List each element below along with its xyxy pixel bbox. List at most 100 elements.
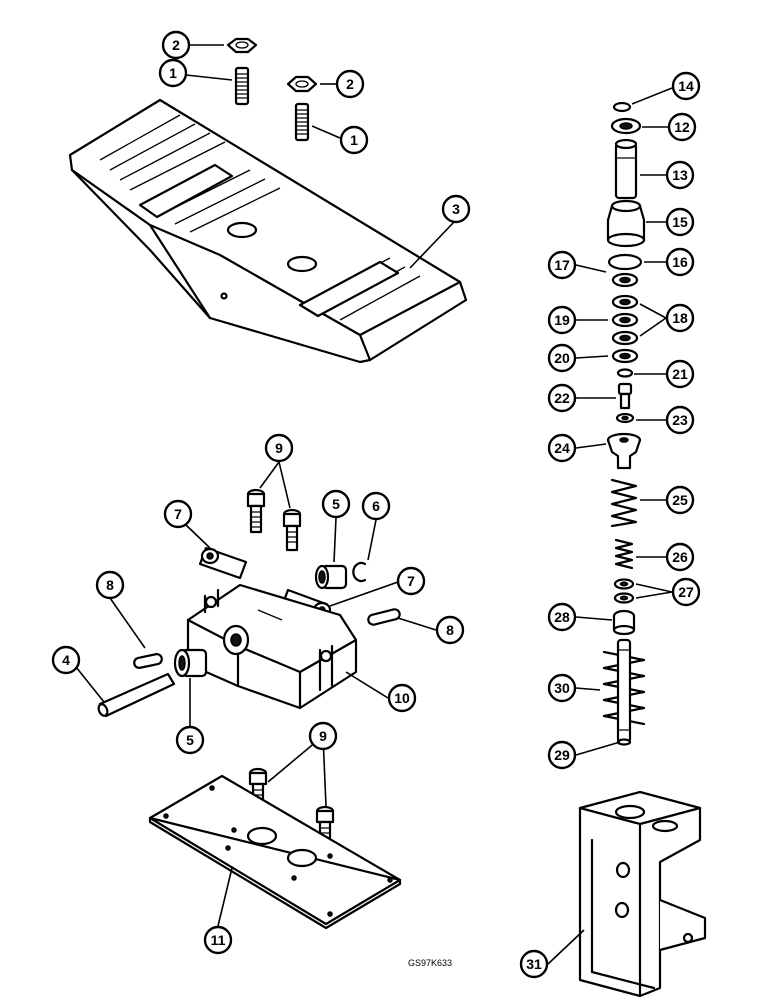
callout-29: 29 [547,740,577,770]
svg-text:13: 13 [672,167,688,183]
svg-text:3: 3 [452,201,460,217]
seal-part-17 [611,272,639,288]
svg-text:24: 24 [554,440,570,456]
stud-part-1-left [234,66,250,106]
bushing-part-5-top [314,564,348,590]
nut-part-2-right [286,75,318,93]
svg-text:27: 27 [678,584,694,600]
svg-text:9: 9 [319,728,327,744]
svg-text:29: 29 [554,747,570,763]
svg-text:1: 1 [169,65,177,81]
callout-14: 14 [671,71,701,101]
svg-text:25: 25 [672,492,688,508]
callout-8-left: 8 [95,570,125,600]
callout-10: 10 [387,683,417,713]
callout-23: 23 [665,405,695,435]
svg-text:18: 18 [672,310,688,326]
screw-part-9-b [282,508,302,552]
screw-part-22 [617,382,633,410]
svg-text:23: 23 [672,412,688,428]
callout-18: 18 [665,303,695,333]
callout-12: 12 [667,112,697,142]
svg-text:7: 7 [174,506,182,522]
valve-body-part-10 [186,583,358,710]
callout-24: 24 [547,433,577,463]
pedal-part-3 [68,98,468,364]
svg-text:28: 28 [554,609,570,625]
stud-part-1-right [294,102,310,142]
callout-25: 25 [665,485,695,515]
callout-1-top-left: 1 [158,58,188,88]
washer-part-20 [611,348,639,364]
callout-11: 11 [203,925,233,955]
washer-part-12 [610,117,642,135]
callout-22: 22 [547,383,577,413]
retainer-part-28 [612,609,636,636]
svg-text:8: 8 [106,577,114,593]
callout-9-top: 9 [264,433,294,463]
callout-6: 6 [361,491,391,521]
washer-part-18-a [611,294,639,310]
svg-text:5: 5 [186,732,194,748]
callout-21: 21 [665,359,695,389]
pin-part-8-right [367,608,401,626]
spring-part-25 [610,478,638,528]
svg-text:1: 1 [350,132,358,148]
spool-part-29 [616,638,632,746]
valve-housing-part-31 [578,790,707,998]
plate-part-11 [148,774,402,930]
svg-text:20: 20 [554,350,570,366]
spring-part-26 [614,538,634,570]
svg-text:5: 5 [332,496,340,512]
link-part-7-top [198,546,248,580]
oring-part-16 [607,253,643,271]
bushing-part-5-bottom [173,648,208,678]
washer-part-18-b [611,330,639,346]
svg-text:11: 11 [211,932,226,948]
callout-3: 3 [441,194,471,224]
callout-28: 28 [547,602,577,632]
guide-part-15 [606,199,646,248]
svg-text:26: 26 [672,549,688,565]
ring-part-14 [612,101,632,113]
callout-9-bottom: 9 [308,721,338,751]
pin-part-8-left [133,653,163,669]
callout-8-right: 8 [435,615,465,645]
callout-2-top: 2 [161,30,191,60]
svg-text:8: 8 [446,622,454,638]
callout-17: 17 [547,250,577,280]
svg-text:6: 6 [372,498,380,514]
callout-7-right: 7 [396,566,426,596]
washer-part-27-a [613,578,635,590]
svg-text:16: 16 [672,254,688,270]
svg-text:17: 17 [554,257,570,273]
screw-part-9-a [246,488,266,534]
callout-4: 4 [51,645,81,675]
svg-text:10: 10 [394,690,410,706]
callout-27: 27 [671,577,701,607]
washer-part-23 [615,412,635,424]
pin-part-4 [97,672,176,718]
svg-text:9: 9 [275,440,283,456]
ring-part-21 [616,368,634,378]
svg-text:22: 22 [554,390,570,406]
plunger-part-13 [614,138,638,200]
callout-19: 19 [547,305,577,335]
callout-7-left: 7 [163,499,193,529]
svg-text:2: 2 [346,76,354,92]
callout-15: 15 [665,207,695,237]
callout-13: 13 [665,160,695,190]
svg-text:14: 14 [678,78,694,94]
washer-part-27-b [613,592,635,604]
washer-part-19 [611,312,639,328]
svg-text:30: 30 [554,680,570,696]
svg-text:4: 4 [62,652,70,668]
seat-part-24 [606,432,642,470]
clip-part-6 [352,561,367,583]
callout-20: 20 [547,343,577,373]
figure-code: GS97K633 [408,958,452,968]
callout-1-right: 1 [339,125,369,155]
nut-part-2-left [226,37,258,54]
svg-text:12: 12 [674,119,690,135]
